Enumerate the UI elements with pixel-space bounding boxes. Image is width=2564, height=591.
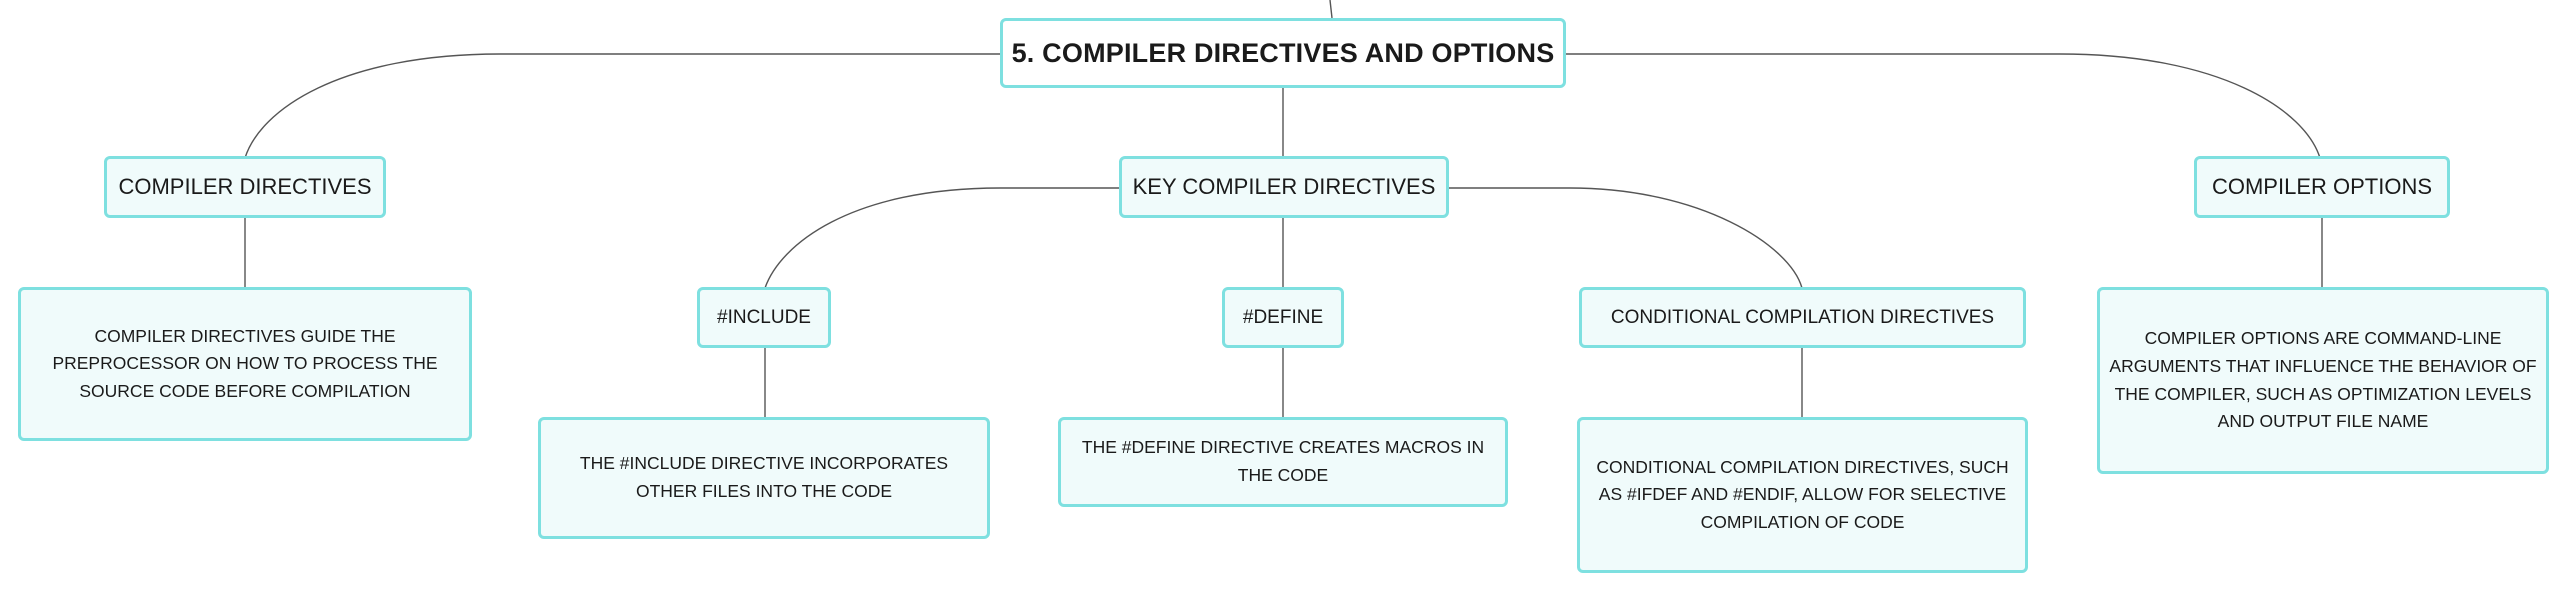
description-include[interactable]: THE #INCLUDE DIRECTIVE INCORPORATES OTHE…	[538, 417, 990, 539]
description-compiler-directives-text: COMPILER DIRECTIVES GUIDE THE PREPROCESS…	[52, 325, 438, 401]
description-compiler-directives[interactable]: COMPILER DIRECTIVES GUIDE THE PREPROCESS…	[18, 287, 472, 441]
topic-compiler-options[interactable]: COMPILER OPTIONS	[2194, 156, 2450, 218]
connector-root-to-compiler-directives	[244, 53, 1000, 159]
topic-compiler-directives-label: COMPILER DIRECTIVES	[118, 174, 372, 199]
subtopic-include[interactable]: #INCLUDE	[697, 287, 831, 348]
topic-key-compiler-directives[interactable]: KEY COMPILER DIRECTIVES	[1119, 156, 1449, 218]
subtopic-conditional-compilation-label: CONDITIONAL COMPILATION DIRECTIVES	[1610, 306, 1995, 328]
root-topic[interactable]: 5. COMPILER DIRECTIVES AND OPTIONS	[1000, 18, 1566, 88]
connector-key-to-include	[764, 187, 1120, 289]
topic-compiler-directives[interactable]: COMPILER DIRECTIVES	[104, 156, 386, 218]
description-include-text: THE #INCLUDE DIRECTIVE INCORPORATES OTHE…	[579, 453, 949, 501]
description-compiler-options[interactable]: COMPILER OPTIONS ARE COMMAND-LINE ARGUME…	[2097, 287, 2549, 474]
description-define[interactable]: THE #DEFINE DIRECTIVE CREATES MACROS IN …	[1058, 417, 1508, 507]
topic-compiler-options-label: COMPILER OPTIONS	[2211, 174, 2433, 199]
connector-root-to-compiler-options	[1566, 53, 2321, 159]
connector-root-top	[1329, 0, 1333, 19]
subtopic-conditional-compilation[interactable]: CONDITIONAL COMPILATION DIRECTIVES	[1579, 287, 2026, 348]
root-topic-label: 5. COMPILER DIRECTIVES AND OPTIONS	[1011, 37, 1555, 68]
description-conditional-compilation[interactable]: CONDITIONAL COMPILATION DIRECTIVES, SUCH…	[1577, 417, 2028, 573]
connector-key-to-conditional	[1448, 187, 1803, 289]
description-define-text: THE #DEFINE DIRECTIVE CREATES MACROS IN …	[1081, 437, 1485, 485]
description-compiler-options-text: COMPILER OPTIONS ARE COMMAND-LINE ARGUME…	[2109, 328, 2537, 432]
subtopic-include-label: #INCLUDE	[717, 306, 811, 328]
topic-key-compiler-directives-label: KEY COMPILER DIRECTIVES	[1132, 174, 1436, 199]
subtopic-define-label: #DEFINE	[1242, 306, 1324, 328]
description-conditional-compilation-text: CONDITIONAL COMPILATION DIRECTIVES, SUCH…	[1596, 456, 2009, 532]
subtopic-define[interactable]: #DEFINE	[1222, 287, 1344, 348]
